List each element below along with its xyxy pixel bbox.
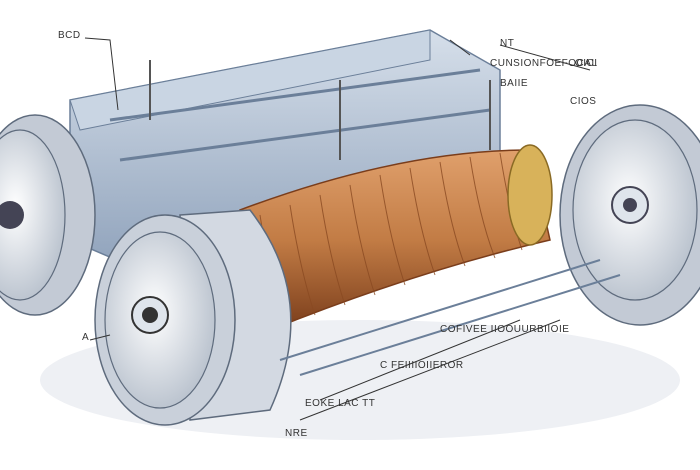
rear-drum-left [0, 114, 96, 316]
base-rails [279, 259, 621, 376]
label-top-right-4: BAIIE [500, 78, 529, 89]
leader-lines [84, 37, 591, 421]
label-bottom-1: COFIVEE IIOOUURBIIOIE [440, 324, 570, 335]
front-drum [94, 209, 292, 426]
label-bottom-3: EOKE LAC TT [305, 398, 376, 409]
copper-coil [239, 144, 553, 332]
label-left-mid: A [82, 332, 90, 343]
rear-drum-right [559, 104, 700, 326]
label-top-right-1: NT [500, 38, 515, 49]
label-top-right-5: CIOS [570, 96, 597, 107]
label-bottom-2: C FEIIIIOIIEROR [380, 360, 464, 371]
label-top-left: BCD [58, 30, 81, 41]
label-bottom-4: NRE [285, 428, 308, 439]
label-top-right-3: CUNSIONFOEFOCAL [490, 58, 598, 69]
label-top-right-2: OICI [575, 58, 598, 69]
